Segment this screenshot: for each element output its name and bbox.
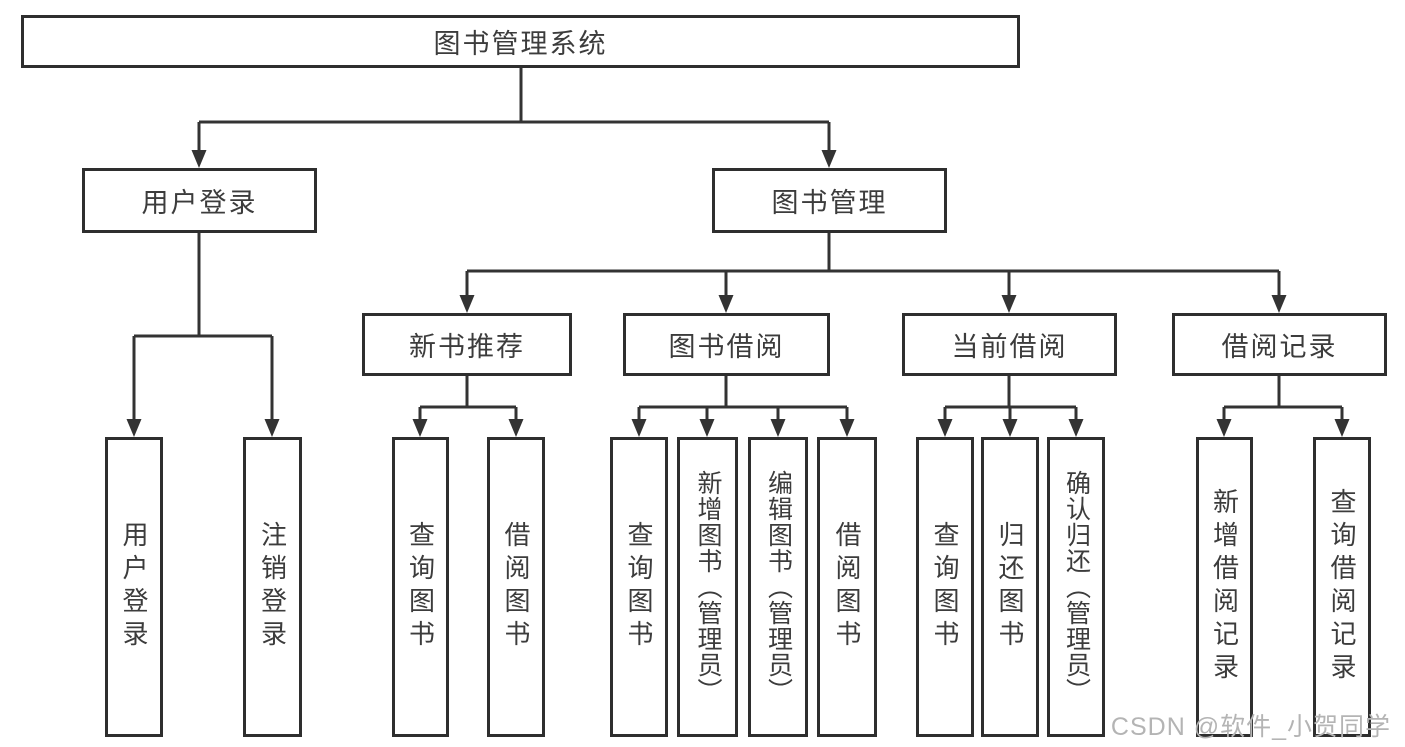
leaf-query-books-borrow: 查询图书 [610, 437, 668, 737]
leaf-logout: 注销登录 [243, 437, 302, 737]
csdn-watermark: CSDN @软件_小贺同学 [1110, 713, 1391, 741]
connector-current-borrowing-to-leaves [937, 376, 1084, 437]
connector-root-to-level2 [191, 68, 837, 168]
leaf-query-books-rec: 查询图书 [392, 437, 449, 737]
node-library-management-system: 图书管理系统 [21, 15, 1020, 68]
leaf-query-borrow-record: 查询借阅记录 [1313, 437, 1371, 737]
leaf-add-borrow-record: 新增借阅记录 [1196, 437, 1253, 737]
leaf-borrow-books-rec: 借阅图书 [487, 437, 545, 737]
leaf-query-books-current: 查询图书 [916, 437, 974, 737]
node-user-login: 用户登录 [82, 168, 317, 233]
node-current-borrowing: 当前借阅 [902, 313, 1117, 376]
leaf-add-books-admin: 新增图书（管理员） [677, 437, 738, 737]
node-borrowing-records: 借阅记录 [1172, 313, 1387, 376]
leaf-borrow-books: 借阅图书 [817, 437, 877, 737]
leaf-user-login: 用户登录 [105, 437, 163, 737]
connector-borrowing-records-to-leaves [1216, 376, 1350, 437]
leaf-return-books: 归还图书 [981, 437, 1039, 737]
leaf-confirm-return-admin: 确认归还（管理员） [1047, 437, 1105, 737]
connector-new-book-rec-to-leaves [412, 376, 524, 437]
connector-user-login-to-leaves [126, 233, 280, 437]
connector-book-management-to-level3 [459, 233, 1287, 313]
leaf-edit-books-admin: 编辑图书（管理员） [748, 437, 808, 737]
node-new-book-recommendation: 新书推荐 [362, 313, 572, 376]
node-book-borrowing: 图书借阅 [623, 313, 830, 376]
node-book-management: 图书管理 [712, 168, 947, 233]
connector-book-borrowing-to-leaves [631, 376, 855, 437]
